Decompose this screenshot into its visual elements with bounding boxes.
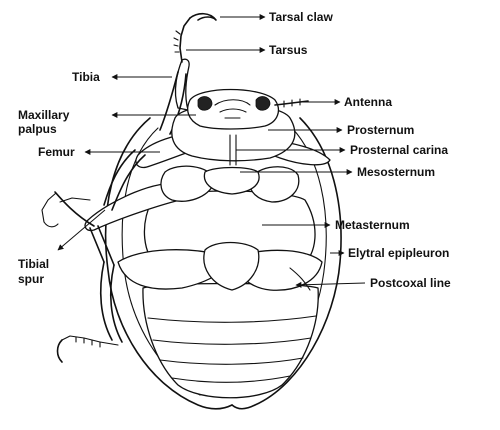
tarsal-claw-mark bbox=[189, 12, 217, 21]
label-prosternal-carina: Prosternal carina bbox=[350, 143, 448, 157]
left-middle-tarsus bbox=[41, 192, 57, 223]
tarsus-hairs bbox=[173, 30, 181, 53]
right-elytron-outline bbox=[231, 117, 342, 410]
label-femur: Femur bbox=[38, 145, 75, 159]
label-mesosternum: Mesosternum bbox=[357, 165, 435, 179]
left-middle-leg-extension bbox=[89, 227, 105, 263]
tarsus-segments bbox=[179, 17, 191, 63]
left-hind-tibia-2 bbox=[109, 264, 123, 343]
label-tarsal-claw: Tarsal claw bbox=[269, 10, 333, 24]
label-prosternum: Prosternum bbox=[347, 123, 414, 137]
label-maxillary: Maxillary bbox=[18, 108, 70, 122]
left-hind-leg-upper bbox=[103, 149, 136, 206]
label-antenna: Antenna bbox=[344, 95, 392, 109]
leader-postcoxal-line bbox=[295, 281, 366, 288]
label-metasternum: Metasternum bbox=[335, 218, 410, 232]
labels: Tarsal claw Tarsus Tibia Maxillary palpu… bbox=[18, 10, 451, 290]
left-hind-claw bbox=[56, 339, 63, 363]
left-middle-coxa bbox=[160, 165, 216, 202]
left-middle-leg-extension-2 bbox=[97, 225, 115, 266]
left-hind-tarsus bbox=[61, 335, 119, 346]
left-middle-claw bbox=[43, 221, 59, 228]
beetle-illustration bbox=[41, 12, 342, 410]
left-hind-leg-upper-2 bbox=[111, 154, 146, 211]
mouthparts bbox=[214, 99, 251, 119]
label-tibial: Tibial bbox=[18, 257, 49, 271]
tibia-shaft bbox=[159, 71, 179, 131]
spur-leg bbox=[59, 197, 91, 203]
abdominal-segment-2 bbox=[152, 337, 312, 345]
left-eye bbox=[197, 96, 213, 111]
label-tibia: Tibia bbox=[72, 70, 100, 84]
mesosternum-plate bbox=[203, 166, 260, 195]
abdominal-segment-3 bbox=[159, 357, 304, 365]
left-front-tibia bbox=[174, 58, 190, 111]
left-hind-tarsus-hairs bbox=[75, 336, 101, 348]
label-postcoxal-line: Postcoxal line bbox=[370, 276, 451, 290]
label-spur: spur bbox=[18, 272, 44, 286]
left-elytron-outline bbox=[104, 117, 233, 410]
label-palpus: palpus bbox=[18, 122, 57, 136]
leader-lines bbox=[57, 14, 366, 288]
left-middle-femur bbox=[84, 183, 181, 232]
leader-tibial-spur bbox=[57, 209, 106, 251]
abdominal-segment-4 bbox=[171, 375, 291, 383]
metasternal-process bbox=[203, 241, 260, 291]
postcoxal-line-mark bbox=[289, 267, 311, 291]
abdominal-segment-1 bbox=[147, 315, 317, 323]
left-hind-tibia bbox=[99, 261, 113, 341]
right-eye bbox=[255, 96, 271, 111]
right-middle-coxa bbox=[249, 166, 300, 203]
label-elytral-epipleuron: Elytral epipleuron bbox=[348, 246, 449, 260]
label-tarsus: Tarsus bbox=[269, 43, 308, 57]
